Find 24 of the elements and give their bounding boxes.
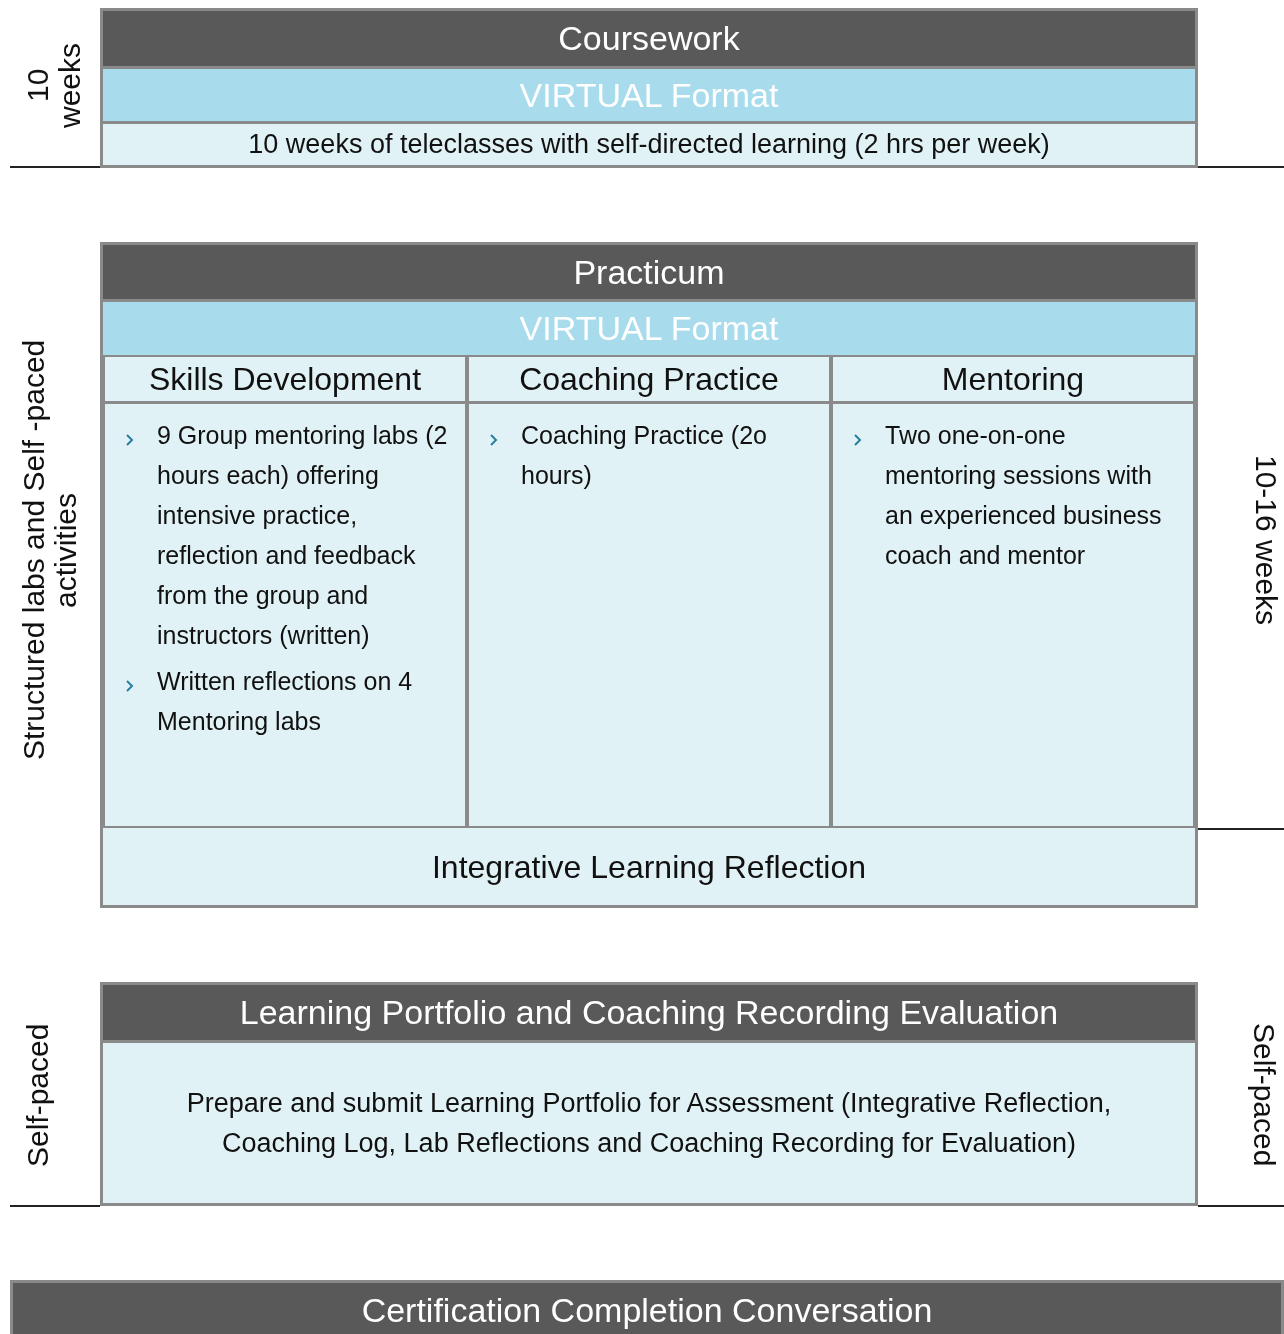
- column-panel: [831, 355, 1195, 828]
- header-bar: Coursework: [103, 11, 1195, 66]
- side-label: Self-paced: [22, 1022, 55, 1169]
- column-heading: Mentoring: [833, 357, 1193, 404]
- format-band: VIRTUAL Format: [103, 66, 1195, 121]
- bullet-text: Two one-on-one mentoring sessions with an experienced business coach and mentor: [885, 420, 1163, 571]
- section-box: [100, 8, 1198, 168]
- format-band: VIRTUAL Format: [103, 299, 1195, 355]
- section-box: [100, 242, 1198, 908]
- bullet-text: Written reflections on 4 Mentoring labs: [157, 666, 414, 737]
- side-label: Self-paced: [1247, 1022, 1280, 1169]
- column-panel: [103, 355, 467, 828]
- column-heading: Coaching Practice: [469, 357, 829, 404]
- side-label: 10 weeks: [22, 41, 87, 130]
- header-bar: Certification Completion Conversation: [13, 1283, 1281, 1334]
- bullet-text: 9 Group mentoring labs (2 hours each) offering intensive practice, reflection and feedback from the group and instructors (written): [157, 420, 449, 651]
- section-box: [100, 982, 1198, 1206]
- header-bar: Learning Portfolio and Coaching Recording Evaluation: [103, 985, 1195, 1040]
- side-label: 10-16 weeks: [1249, 453, 1282, 628]
- header-bar: Practicum: [103, 245, 1195, 299]
- column-panel: [467, 355, 831, 828]
- side-label: Structured labs and Self -paced activities: [18, 338, 83, 763]
- column-heading: Skills Development: [105, 357, 465, 404]
- bullet-text: Coaching Practice (2o hours): [521, 420, 768, 491]
